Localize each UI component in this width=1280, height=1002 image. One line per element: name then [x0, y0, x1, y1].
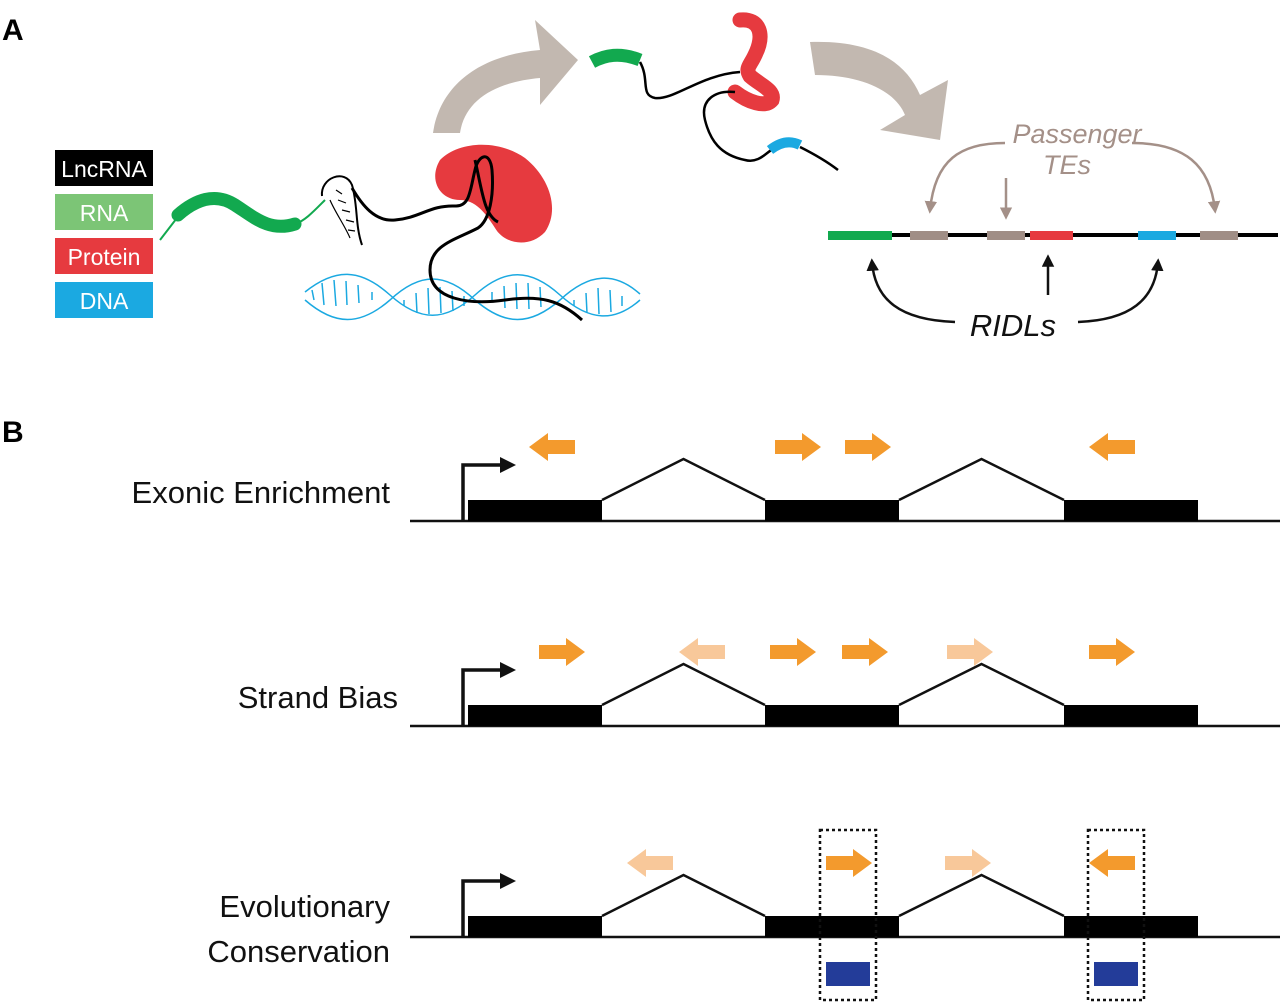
te-arrow [539, 638, 585, 666]
track-label: Exonic Enrichment [132, 475, 391, 510]
ridl-dna-segment [1138, 231, 1176, 240]
conservation-block [826, 962, 870, 986]
promoter-arrow [461, 668, 500, 726]
exon [765, 705, 899, 726]
exon [1064, 500, 1198, 521]
legend: LncRNA RNA Protein DNA [55, 150, 153, 318]
legend-item-rna: RNA [55, 194, 153, 230]
legend-swatch-lncrna [55, 150, 153, 186]
ridl-rna-segment [828, 231, 892, 240]
lncrna-structure-illustration [159, 144, 641, 322]
exon [468, 500, 602, 521]
passenger-te-2 [987, 231, 1025, 240]
passenger-label: Passenger [1012, 119, 1142, 149]
track-label: Conservation [207, 934, 390, 969]
legend-item-dna: DNA [55, 282, 153, 318]
te-arrow [845, 433, 891, 461]
legend-swatch-rna [55, 194, 153, 230]
process-arrow-2 [810, 41, 948, 140]
panel-a-letter: A [2, 14, 24, 47]
te-arrow [1089, 638, 1135, 666]
legend-label-rna: RNA [80, 200, 129, 226]
legend-item-lncrna: LncRNA [55, 150, 153, 186]
intron [601, 873, 766, 918]
exon [1064, 705, 1198, 726]
te-arrow [1089, 433, 1135, 461]
promoter-arrow [461, 463, 500, 521]
exon [1064, 916, 1198, 937]
intron [601, 662, 766, 707]
legend-label-lncrna: LncRNA [61, 156, 147, 182]
te-arrow [945, 849, 991, 877]
legend-swatch-protein [55, 238, 153, 274]
legend-item-protein: Protein [55, 238, 153, 274]
unfolded-lncrna-illustration [588, 12, 839, 171]
legend-label-dna: DNA [80, 288, 129, 314]
te-arrow [947, 638, 993, 666]
dna-helix [304, 273, 641, 321]
te-arrow [627, 849, 673, 877]
promoter-arrowhead [500, 662, 516, 678]
process-arrow-1 [433, 20, 578, 133]
conservation-box [818, 828, 878, 1002]
te-arrow [826, 849, 872, 877]
passenger-te-3 [1200, 231, 1238, 240]
passenger-te-1 [910, 231, 948, 240]
intron [898, 662, 1065, 707]
te-arrow [770, 638, 816, 666]
ridl-schematic: Passenger TEs RIDLs [828, 119, 1278, 343]
te-arrow [529, 433, 575, 461]
promoter-arrowhead [500, 873, 516, 889]
track-label: Evolutionary [219, 889, 390, 924]
ridls-label: RIDLs [970, 308, 1056, 343]
legend-swatch-dna [55, 282, 153, 318]
intron [898, 873, 1065, 918]
te-arrow [775, 433, 821, 461]
conservation-block [1094, 962, 1138, 986]
legend-label-protein: Protein [68, 244, 141, 270]
te-arrow [1089, 849, 1135, 877]
exon [468, 705, 602, 726]
te-arrow [842, 638, 888, 666]
intron [898, 457, 1065, 502]
promoter-arrowhead [500, 457, 516, 473]
promoter-arrow [461, 879, 500, 937]
tes-label: TEs [1043, 150, 1091, 180]
conservation-box [1086, 828, 1146, 1002]
exon [765, 916, 899, 937]
exon [765, 500, 899, 521]
te-arrow [679, 638, 725, 666]
intron [601, 457, 766, 502]
exon [468, 916, 602, 937]
track-label: Strand Bias [238, 680, 398, 715]
ridl-protein-segment [1030, 231, 1073, 240]
panel-b-letter: B [2, 416, 24, 449]
